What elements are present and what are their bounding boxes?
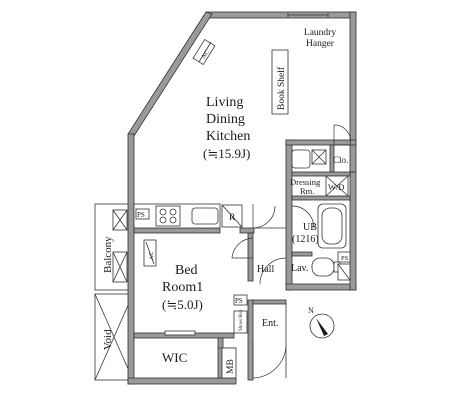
ps-hall-box [233, 294, 248, 306]
balcony-area [94, 203, 134, 291]
living-door [333, 124, 351, 146]
shoes-box-label: Shoes Box [239, 309, 244, 331]
ps-kitchen-box [135, 208, 150, 220]
living-label-line2: Dining [206, 112, 245, 127]
outer-walls [127, 11, 357, 385]
hall-label: Hall [257, 264, 274, 275]
bedroom-window-bottom [164, 330, 196, 336]
closet [311, 149, 327, 165]
wic-label: WIC [162, 350, 187, 365]
ps-hall-label: PS [235, 297, 243, 305]
dressing-sink [291, 149, 311, 169]
stove [155, 205, 181, 227]
void-area [94, 293, 134, 381]
compass-n-label: N [308, 306, 314, 315]
closet-label: Clo. [333, 155, 348, 165]
ub-size-label: (1216) [292, 234, 319, 245]
entrance-label: Ent. [262, 318, 278, 329]
bedroom-area: (≒5.0J) [162, 297, 203, 312]
ps-kitchen-label: PS [137, 211, 145, 219]
living-label-line3: Kitchen [206, 129, 250, 144]
living-ac-label: AC [201, 50, 211, 60]
shoes-box [233, 310, 248, 334]
living-label-line1: Living [206, 95, 243, 110]
laundry-hanger [287, 13, 329, 17]
bedroom-ac-unit [143, 239, 157, 267]
bedroom-label-line1: Bed [175, 263, 198, 278]
refrigerator-label: R [229, 213, 236, 223]
entrance-door [252, 304, 287, 379]
unit-bath [291, 203, 347, 249]
kitchen-counter [133, 203, 243, 229]
bedroom-door [231, 237, 254, 259]
ps-lav-label: PS [341, 255, 349, 262]
laundry-label-line1: Laundry [304, 28, 336, 38]
sink [191, 207, 219, 225]
labels: Laundry Hanger Book Shelf Living Dining … [102, 28, 349, 374]
lavatory-label: Lav. [291, 263, 308, 274]
dressing-label-line1: Dressing [290, 177, 321, 187]
laundry-label-line2: Hanger [306, 39, 335, 49]
dressing-label-line2: Rm. [300, 186, 314, 196]
ub-label: UB [303, 222, 317, 233]
book-shelf-label: Book Shelf [276, 66, 287, 110]
bedroom-label-line2: Room1 [162, 280, 203, 295]
wd-label: W/D [328, 182, 345, 192]
living-area: (≒15.9J) [203, 146, 250, 161]
book-shelf [271, 49, 289, 115]
meter-box [221, 347, 237, 379]
lavatory-fixtures [311, 251, 351, 281]
bedroom-ac-label: AC [149, 252, 155, 260]
living-ac-unit [192, 38, 216, 66]
balcony-label: Balcony [102, 236, 114, 273]
washer-dryer [325, 175, 349, 197]
compass [309, 313, 335, 339]
mb-label: MB [226, 359, 236, 374]
hall-doors [252, 204, 287, 285]
void-label: Void [102, 329, 114, 350]
